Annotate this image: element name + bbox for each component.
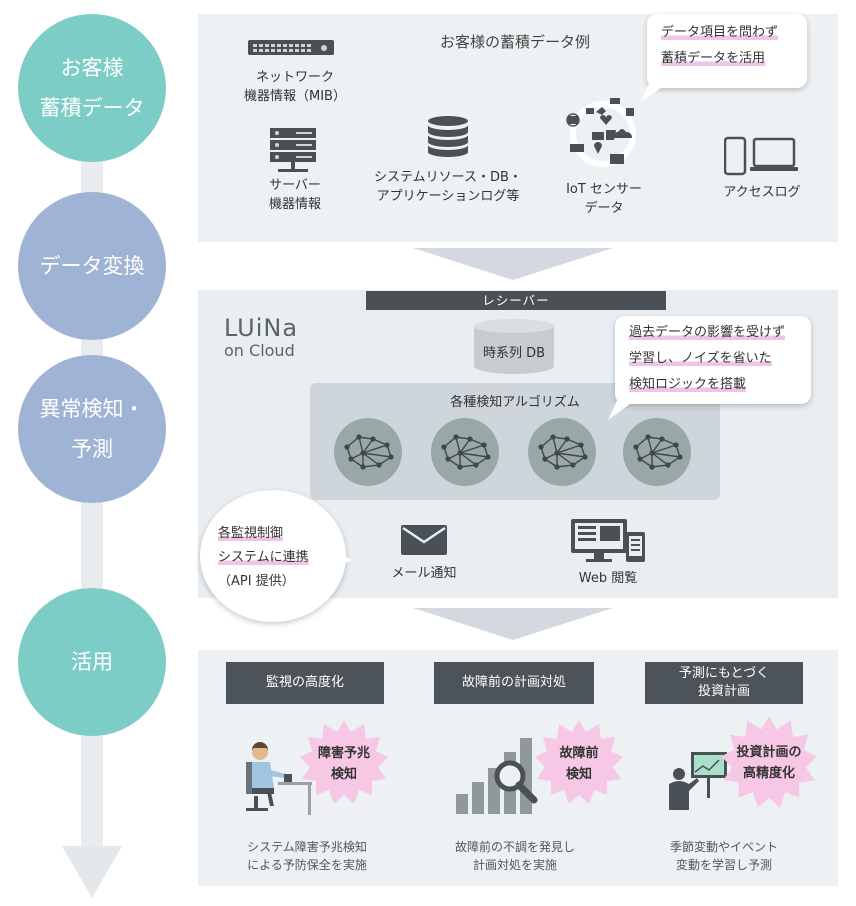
bubble-line: 各監視制御 <box>218 526 284 541</box>
devices-label: アクセスログ <box>723 185 801 200</box>
mail-icon <box>401 525 447 555</box>
algorithm-title: 各種検知アルゴリズム <box>450 395 580 410</box>
network-switch-icon <box>248 40 334 55</box>
flow-arrow-down <box>62 846 122 898</box>
luina-logo-sub: on Cloud <box>224 341 295 360</box>
starburst-badge <box>300 720 388 804</box>
usage-caption-investment: 季節変動やイベント 変動を学習し予測 <box>669 840 778 872</box>
server-icon <box>270 128 316 172</box>
devices-icon <box>724 136 798 176</box>
web-monitor-icon <box>571 519 645 562</box>
burst-label-investment: 投資計画の 高精度化 <box>736 745 802 781</box>
network-switch-label: ネットワーク 機器情報（MIB） <box>244 70 346 104</box>
starburst-badge <box>535 720 623 804</box>
bubble-line: 学習し、ノイズを省いた <box>629 351 772 366</box>
timeseries-db-label: 時系列 DB <box>482 346 546 361</box>
bubble-line: （API 提供） <box>218 574 295 589</box>
stage-data-conversion: データ変換 <box>18 192 166 340</box>
arrow-to-luina <box>413 248 613 280</box>
data-examples-title: お客様の蓄積データ例 <box>439 33 590 51</box>
usage-header-planned-response: 故障前の計画対処 <box>434 662 594 704</box>
bubble-line: 検知ロジックを搭載 <box>629 377 747 392</box>
office-worker-icon <box>246 742 312 815</box>
stage-utilization: 活用 <box>18 588 166 736</box>
neural-network-icon <box>623 418 691 486</box>
neural-network-icon <box>334 418 402 486</box>
neural-network-icon <box>528 418 596 486</box>
luina-logo: LUiNa <box>224 314 299 342</box>
database-icon <box>428 116 468 157</box>
api-bubble-text: 各監視制御 システムに連携 （API 提供） <box>218 522 338 594</box>
mail-label: メール通知 <box>391 566 457 581</box>
stage-detection-prediction: 異常検知・ 予測 <box>18 355 166 503</box>
algorithm-bubble: 過去データの影響を受けず 学習し、ノイズを省いた 検知ロジックを搭載 <box>615 316 811 404</box>
server-label: サーバー 機器情報 <box>268 178 321 212</box>
data-items-bubble: データ項目を問わず 蓄積データを活用 <box>647 14 807 88</box>
usage-caption-monitoring: システム障害予兆検知 による予防保全を実施 <box>247 840 367 872</box>
bar-chart-magnifier-icon <box>456 738 538 814</box>
database-label: システムリソース・DB・ アプリケーションログ等 <box>374 170 522 204</box>
burst-label-predictive: 障害予兆 検知 <box>317 746 370 782</box>
arrow-to-usage <box>413 608 613 640</box>
bubble-tail <box>640 78 670 102</box>
bubble-line: システムに連携 <box>218 550 309 565</box>
presenter-icon <box>669 752 727 810</box>
bubble-line: データ項目を問わず <box>661 25 779 40</box>
neural-network-icon <box>431 418 499 486</box>
iot-label: IoT センサー データ <box>566 182 642 216</box>
usage-header-monitoring: 監視の高度化 <box>226 662 384 704</box>
bubble-line: 蓄積データを活用 <box>661 51 766 66</box>
starburst-badge <box>721 716 817 808</box>
usage-header-investment: 予測にもとづく 投資計画 <box>645 662 803 704</box>
stage-stored-data: お客様 蓄積データ <box>18 14 166 162</box>
bubble-line: 過去データの影響を受けず <box>629 325 786 340</box>
bubble-tail <box>608 394 638 420</box>
burst-label-prefailure: 故障前 検知 <box>559 746 599 782</box>
iot-cloud-icon <box>566 98 636 167</box>
timeseries-db-icon <box>474 319 554 374</box>
receiver-bar: レシーバー <box>366 291 666 310</box>
web-label: Web 閲覧 <box>578 571 638 586</box>
usage-caption-planned-response: 故障前の不調を発見し 計画対処を実施 <box>454 840 575 872</box>
bubble-tail <box>330 548 352 570</box>
